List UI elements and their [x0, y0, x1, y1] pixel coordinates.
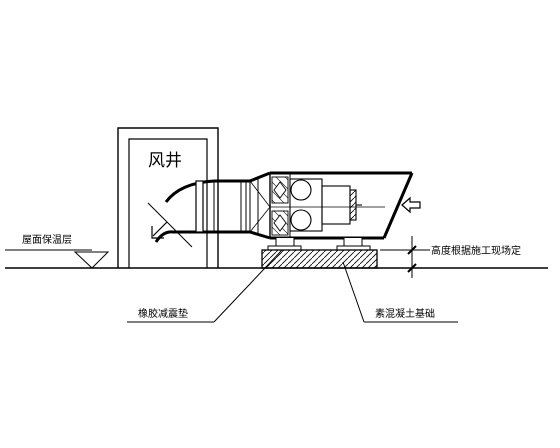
height-note-label: 高度根据施工现场定 [431, 244, 521, 257]
roof-insulation-label: 屋面保温层 [22, 233, 72, 246]
roof-insulation-leader [5, 249, 110, 269]
fan-icon [289, 178, 323, 232]
rubber-pad-label: 橡胶减震垫 [138, 307, 188, 320]
transition-duct [249, 171, 271, 240]
unit-body [269, 171, 414, 240]
concrete-base [261, 249, 378, 269]
rubber-pad-leader [127, 249, 283, 323]
concrete-base-leader [342, 261, 458, 323]
air-shaft [117, 127, 219, 268]
shaft-label: 风井 [148, 151, 182, 171]
rubber-pads [267, 238, 371, 251]
duct-section [186, 179, 250, 234]
intake-arrow-icon [401, 196, 421, 214]
filter-section [271, 176, 289, 236]
motor-icon [321, 185, 362, 225]
elbow-duct [147, 179, 215, 248]
concrete-base-label: 素混凝土基础 [375, 307, 435, 320]
height-dimension [380, 236, 430, 278]
